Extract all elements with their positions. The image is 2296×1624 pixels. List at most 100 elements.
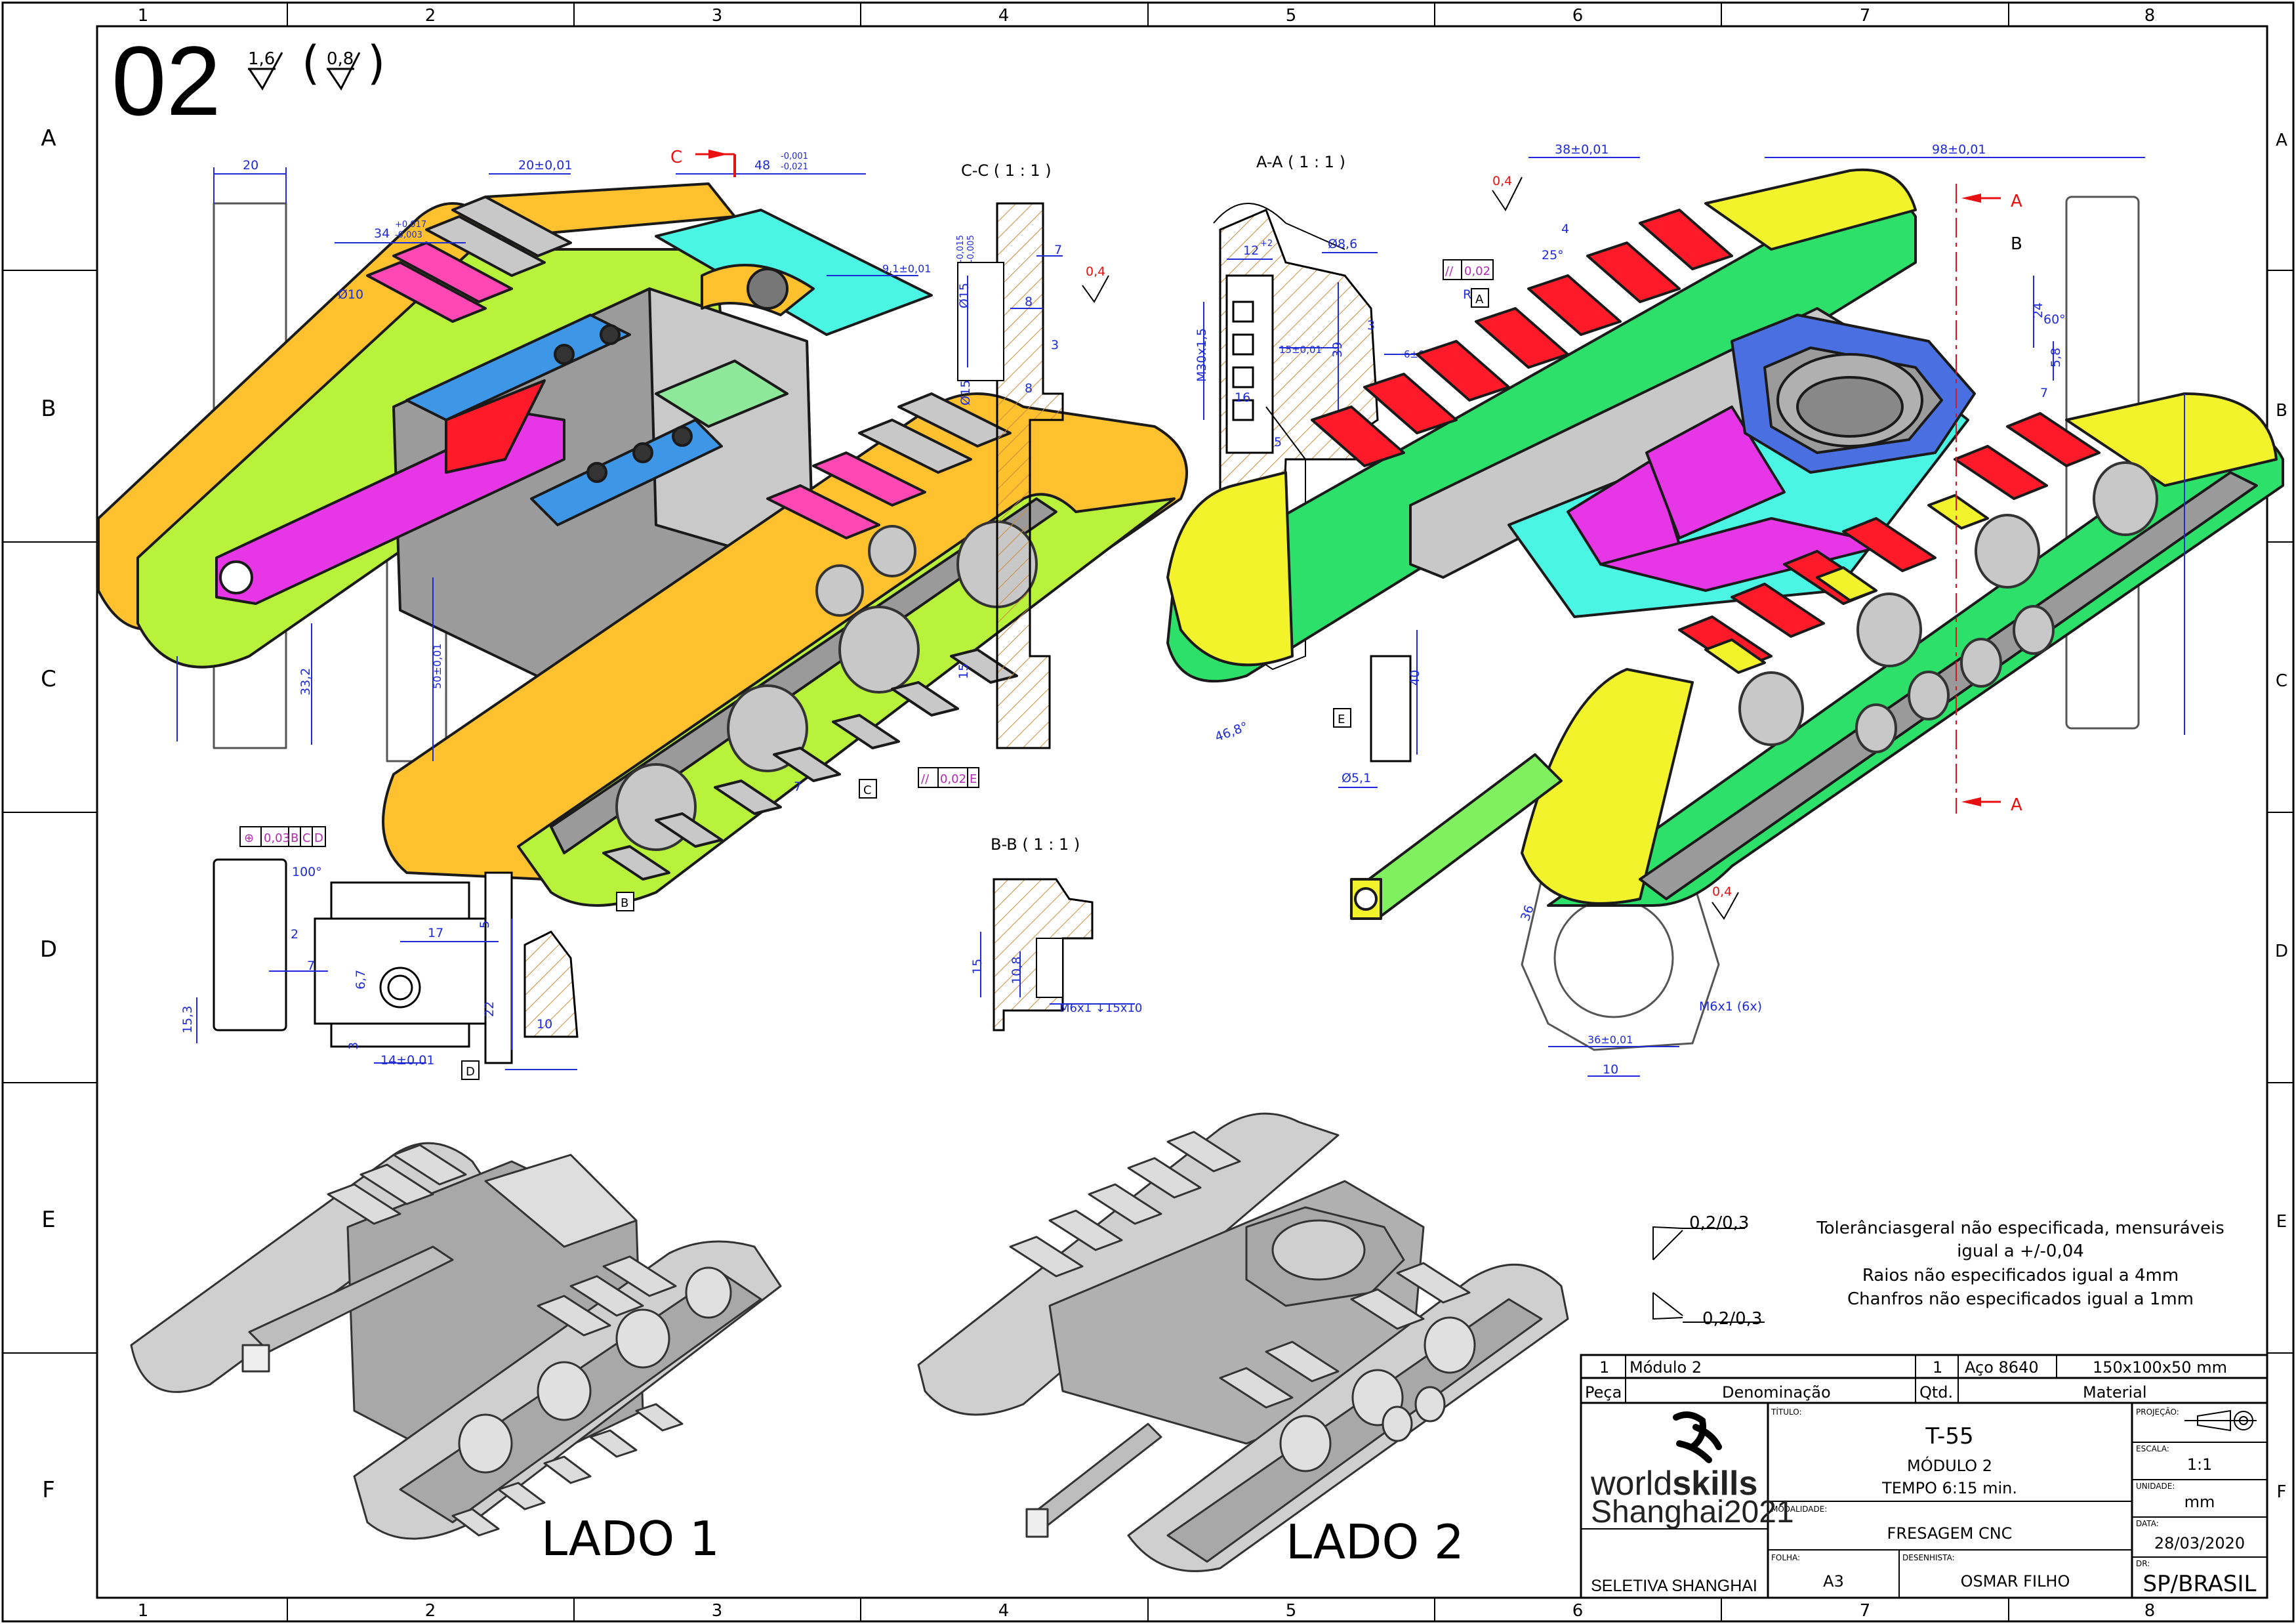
side2-dim-labels: 38±0,01 98±0,01 R8 25° 4 60° 24 5,8 7 36… bbox=[1463, 142, 2066, 1077]
col-label: 3 bbox=[712, 1601, 723, 1621]
svg-text:M6x1 ↧15x10: M6x1 ↧15x10 bbox=[1059, 1001, 1142, 1015]
svg-text:3: 3 bbox=[1367, 318, 1375, 333]
dim-dia10: Ø10 bbox=[338, 287, 363, 302]
projection-symbol bbox=[2184, 1409, 2257, 1432]
svg-text:0,03: 0,03 bbox=[264, 831, 290, 845]
svg-text:10: 10 bbox=[537, 1017, 552, 1031]
col-label: 3 bbox=[712, 6, 723, 26]
svg-text:PROJEÇÃO:: PROJEÇÃO: bbox=[2136, 1407, 2179, 1417]
roughness-symbol bbox=[1712, 892, 1739, 920]
side2-colored-isometric bbox=[1166, 168, 2284, 1051]
svg-text:(: ( bbox=[302, 36, 319, 90]
svg-text:E: E bbox=[1338, 713, 1345, 726]
scale: 1:1 bbox=[2187, 1455, 2213, 1474]
col-label: 7 bbox=[1860, 1601, 1871, 1621]
svg-text:M6x1 (6x): M6x1 (6x) bbox=[1699, 999, 1762, 1014]
svg-text:98±0,01: 98±0,01 bbox=[1932, 142, 1986, 157]
svg-text:Módulo 2: Módulo 2 bbox=[1630, 1358, 1702, 1377]
svg-text:⊕: ⊕ bbox=[244, 831, 254, 845]
svg-text:-0,021: -0,021 bbox=[781, 162, 808, 172]
position-frame-003-bcd: ⊕ 0,03 B C D bbox=[239, 826, 326, 847]
svg-text:E: E bbox=[970, 772, 977, 786]
svg-text:40: 40 bbox=[1408, 670, 1422, 686]
svg-text:+2: +2 bbox=[1260, 239, 1273, 249]
worldskills-logo: worldskills Shanghai2021 bbox=[1590, 1411, 1794, 1530]
dim-20-tol: 20±0,01 bbox=[518, 158, 572, 173]
modality: FRESAGEM CNC bbox=[1887, 1524, 2013, 1543]
dim-48: 48 bbox=[754, 158, 770, 173]
section-aa-dimensions bbox=[1203, 252, 1430, 788]
note-line: Tolerânciasgeral não especificada, mensu… bbox=[1816, 1218, 2224, 1238]
svg-text:): ) bbox=[367, 36, 385, 90]
date: 28/03/2020 bbox=[2154, 1534, 2245, 1552]
svg-text:4: 4 bbox=[1561, 222, 1569, 236]
svg-text:Ø8,6: Ø8,6 bbox=[1328, 237, 1357, 251]
svg-text:DESENHISTA:: DESENHISTA: bbox=[1902, 1553, 1955, 1562]
svg-text:Denominação: Denominação bbox=[1722, 1383, 1831, 1402]
col-label: 6 bbox=[1572, 1601, 1584, 1621]
surface-roughness-symbol: 1,6 ( 0,8 ) bbox=[248, 36, 385, 91]
section-marker-c: C bbox=[670, 148, 736, 177]
col-label: 4 bbox=[998, 1601, 1010, 1621]
view-title-bb: B-B ( 1 : 1 ) bbox=[991, 835, 1080, 854]
grid-labels: 1 2 3 4 5 6 7 8 1 2 3 4 5 6 7 8 A B C D … bbox=[40, 6, 2288, 1621]
svg-text:A: A bbox=[1475, 293, 1484, 306]
section-marker-a: A A bbox=[1956, 184, 2022, 815]
svg-text:B: B bbox=[621, 896, 628, 910]
svg-text:Aço 8640: Aço 8640 bbox=[1965, 1358, 2039, 1377]
svg-text:7: 7 bbox=[1054, 243, 1062, 257]
section-label-b: B bbox=[2011, 234, 2022, 254]
row-label: B bbox=[41, 396, 56, 422]
svg-text:150x100x50 mm: 150x100x50 mm bbox=[2093, 1358, 2227, 1377]
general-notes: Tolerânciasgeral não especificada, mensu… bbox=[1816, 1218, 2224, 1309]
dim-20: 20 bbox=[243, 158, 258, 173]
svg-text:Material: Material bbox=[2083, 1383, 2147, 1402]
dim-34: 34 bbox=[374, 226, 390, 241]
row-label: E bbox=[2276, 1212, 2287, 1232]
section-bb-drawing: 15 10,8 M6x1 ↧15x10 bbox=[970, 878, 1142, 1031]
side2-dimensions bbox=[1528, 157, 2185, 1077]
col-label: 2 bbox=[425, 1601, 436, 1621]
svg-text:Shanghai2021: Shanghai2021 bbox=[1591, 1495, 1794, 1530]
svg-text:Qtd.: Qtd. bbox=[1919, 1383, 1953, 1402]
row-label: C bbox=[41, 666, 56, 692]
svg-text:8: 8 bbox=[1025, 295, 1033, 309]
svg-text:25°: 25° bbox=[1542, 248, 1564, 262]
svg-text:17: 17 bbox=[428, 926, 443, 940]
svg-text:-0,015: -0,015 bbox=[956, 235, 966, 262]
row-label: C bbox=[2276, 671, 2287, 691]
svg-text:60°: 60° bbox=[2043, 312, 2066, 327]
note-line: Raios não especificados igual a 4mm bbox=[1862, 1266, 2179, 1285]
datum-d-box: D bbox=[461, 1060, 480, 1080]
note-line: igual a +/-0,04 bbox=[1957, 1241, 2084, 1261]
parallelism-frame-002: // 0,02 bbox=[1443, 259, 1494, 280]
col-label: 1 bbox=[138, 6, 149, 26]
svg-text:6,7: 6,7 bbox=[354, 970, 368, 989]
svg-text:Ø5,1: Ø5,1 bbox=[1342, 771, 1371, 785]
svg-text:10,8: 10,8 bbox=[1010, 957, 1024, 984]
svg-text:38±0,01: 38±0,01 bbox=[1555, 142, 1609, 157]
svg-text:24: 24 bbox=[2031, 302, 2045, 318]
svg-text:7: 7 bbox=[2040, 386, 2048, 400]
grid-dividers bbox=[3, 3, 2293, 1621]
location: SP/BRASIL bbox=[2143, 1571, 2257, 1597]
datum-b-box: B bbox=[616, 892, 634, 911]
drawing-title: T-55 bbox=[1925, 1423, 1973, 1449]
svg-text:46,8°: 46,8° bbox=[1213, 719, 1250, 744]
seletiva-label: SELETIVA SHANGHAI bbox=[1591, 1577, 1757, 1595]
row-label: A bbox=[2276, 131, 2287, 150]
drafter: OSMAR FILHO bbox=[1961, 1572, 2070, 1591]
section-label-a: A bbox=[2011, 192, 2022, 211]
side1-dim-labels: 20 20±0,01 48 -0,001 -0,021 34 +0,017 -0… bbox=[243, 152, 971, 794]
svg-text://: // bbox=[921, 772, 930, 786]
row-label: B bbox=[2276, 401, 2287, 421]
col-label: 4 bbox=[998, 6, 1010, 26]
svg-text:MODALIDADE:: MODALIDADE: bbox=[1771, 1505, 1827, 1514]
lado1-gray-isometric bbox=[130, 1142, 782, 1540]
svg-text:5,8: 5,8 bbox=[2049, 348, 2063, 367]
view-title-cc: C-C ( 1 : 1 ) bbox=[961, 161, 1052, 180]
svg-text:TÍTULO:: TÍTULO: bbox=[1771, 1407, 1802, 1417]
title-block bbox=[1580, 1354, 2268, 1599]
svg-text:FOLHA:: FOLHA: bbox=[1771, 1553, 1800, 1562]
svg-text://: // bbox=[1445, 264, 1454, 278]
